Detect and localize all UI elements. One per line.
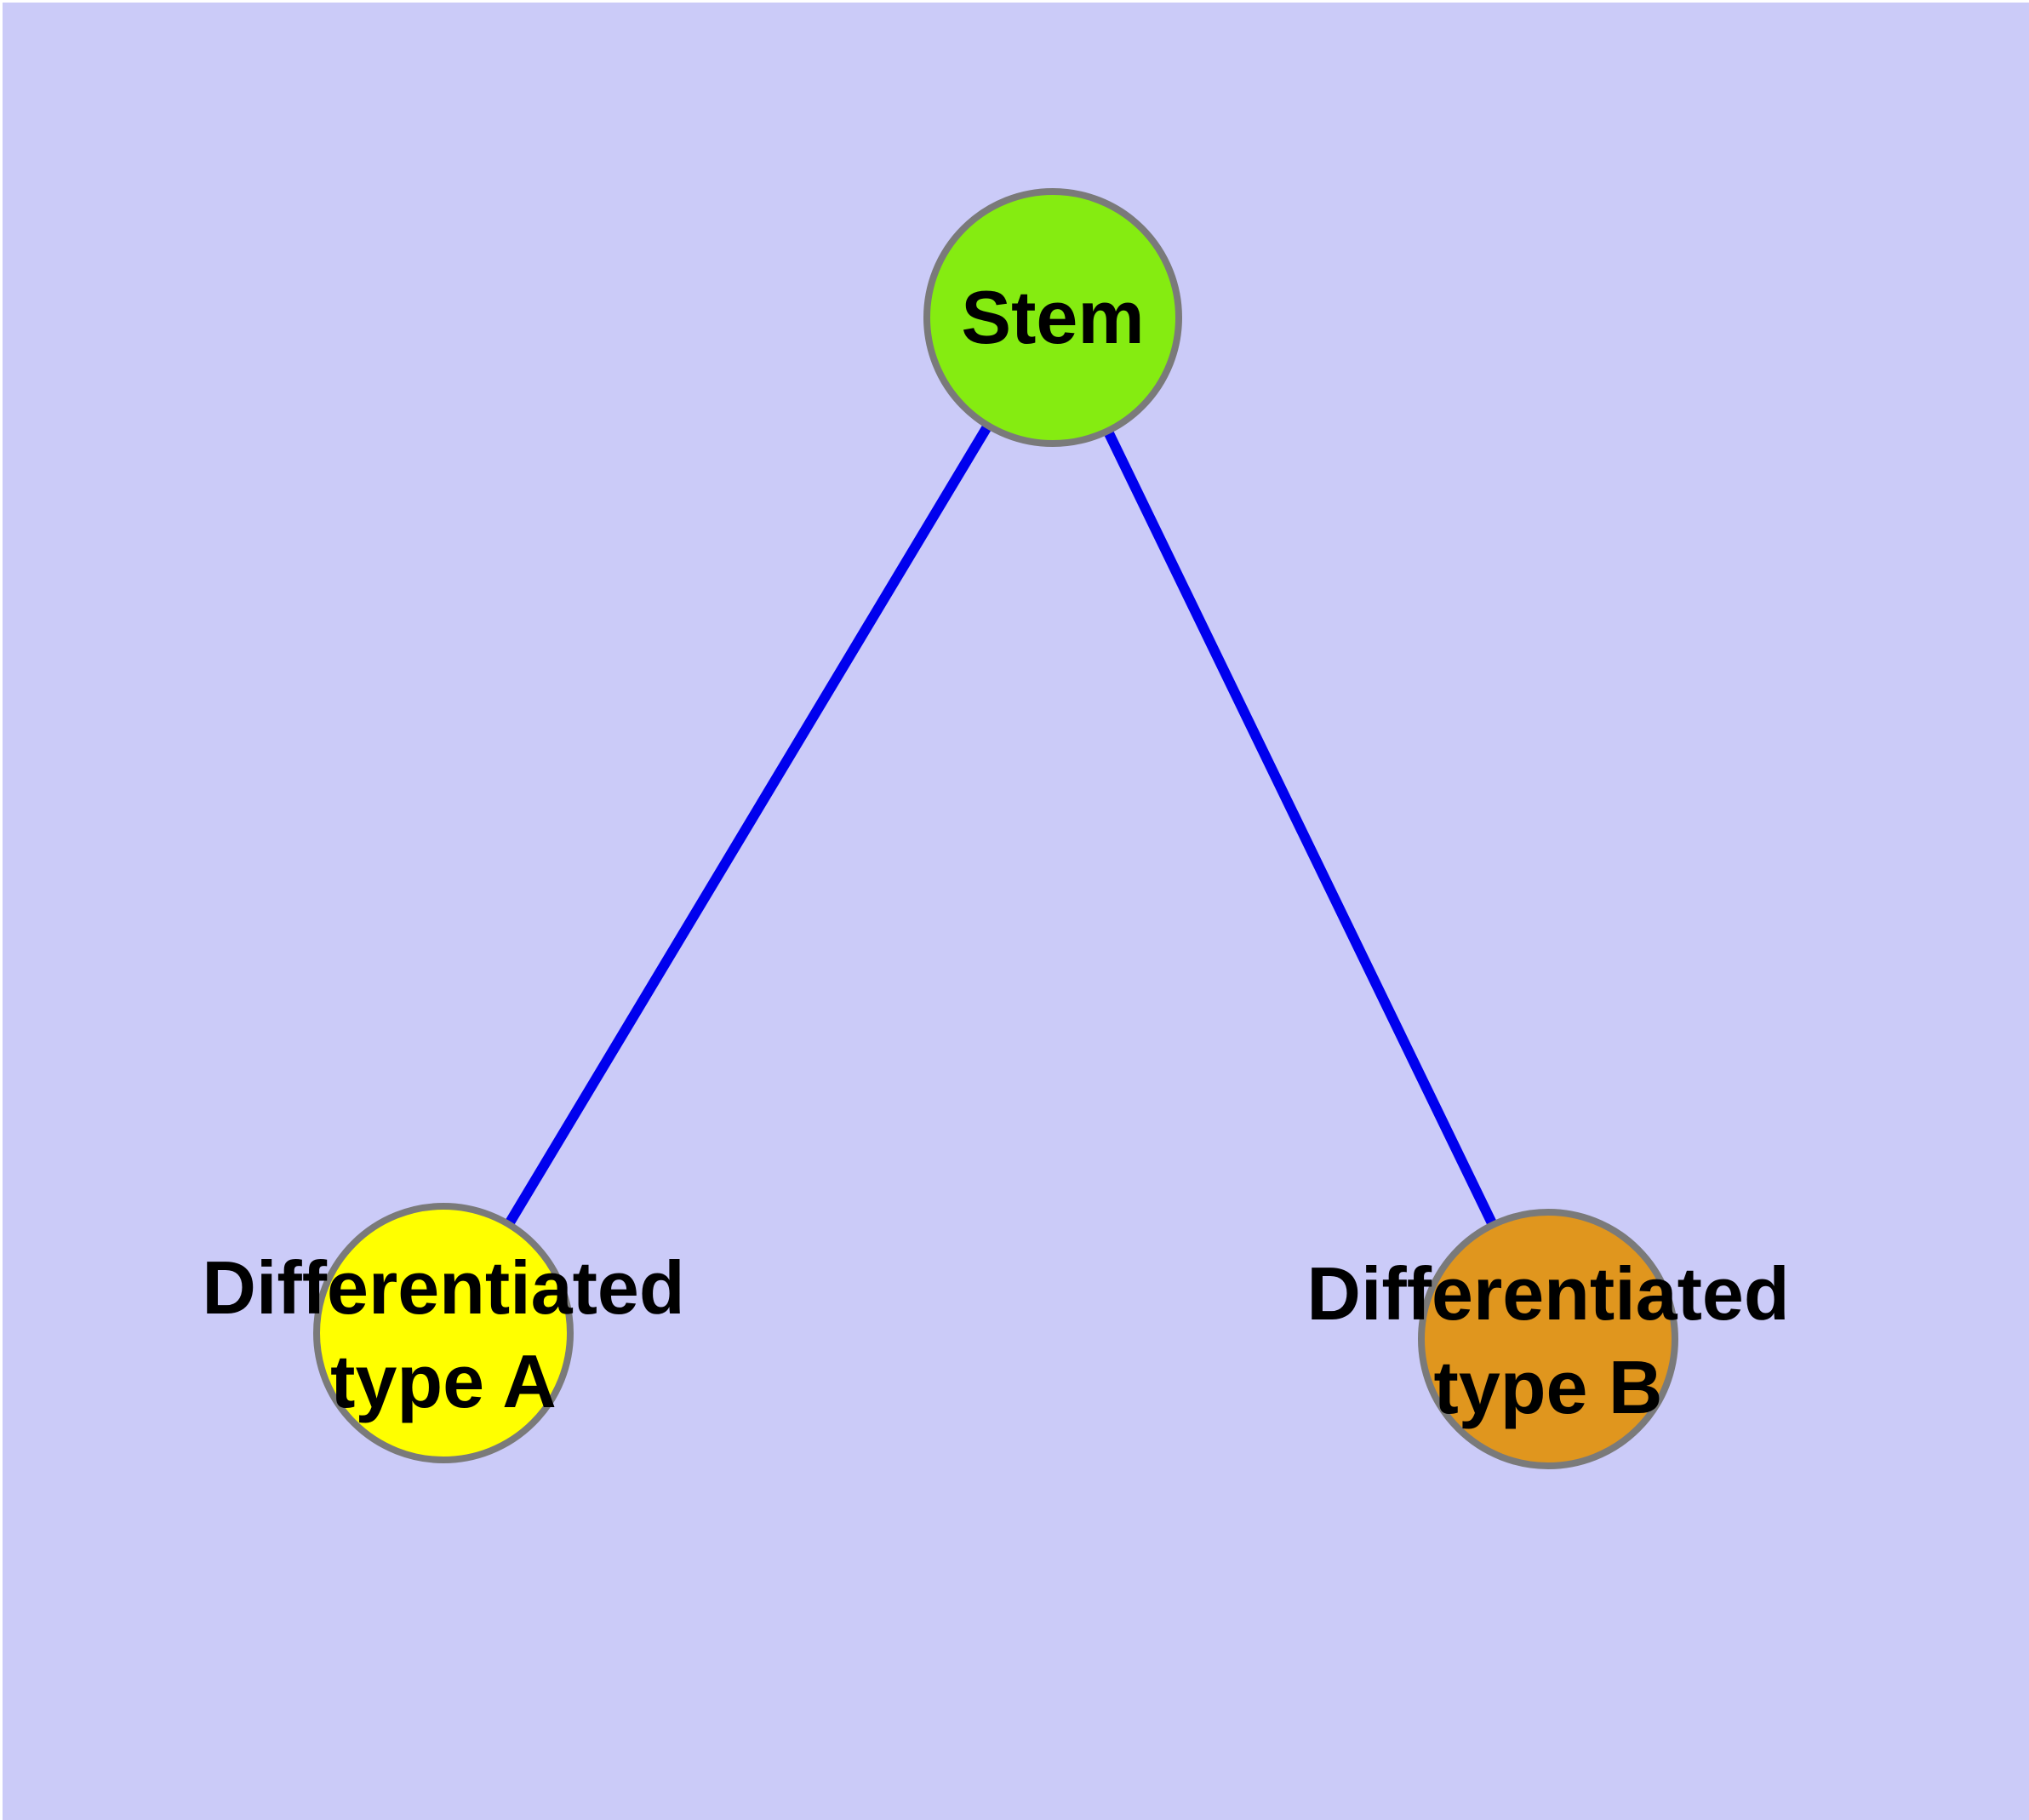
differentiated-type-b-label-line-2: type B (1433, 1345, 1663, 1429)
differentiated-type-a-node-label: Differentiated type A (202, 1241, 684, 1428)
edge-stem-to-type-b (1048, 315, 1553, 1342)
differentiated-type-a-label-line-2: type A (330, 1339, 557, 1423)
differentiated-type-b-label-line-1: Differentiated (1306, 1251, 1790, 1336)
edge-stem-to-type-a (438, 314, 1058, 1336)
differentiated-type-a-label-line-1: Differentiated (202, 1245, 685, 1330)
differentiated-type-a-node-circle (313, 1203, 574, 1463)
differentiated-type-b-node-circle (1418, 1209, 1678, 1469)
window-edge-top (0, 0, 2029, 3)
window-edge-left (0, 0, 3, 1820)
differentiated-type-b-node-label: Differentiated type B (1306, 1247, 1789, 1434)
stem-node-label: Stem (961, 271, 1144, 364)
stem-node-circle (923, 188, 1182, 447)
stem-node-label-text: Stem (961, 275, 1145, 359)
